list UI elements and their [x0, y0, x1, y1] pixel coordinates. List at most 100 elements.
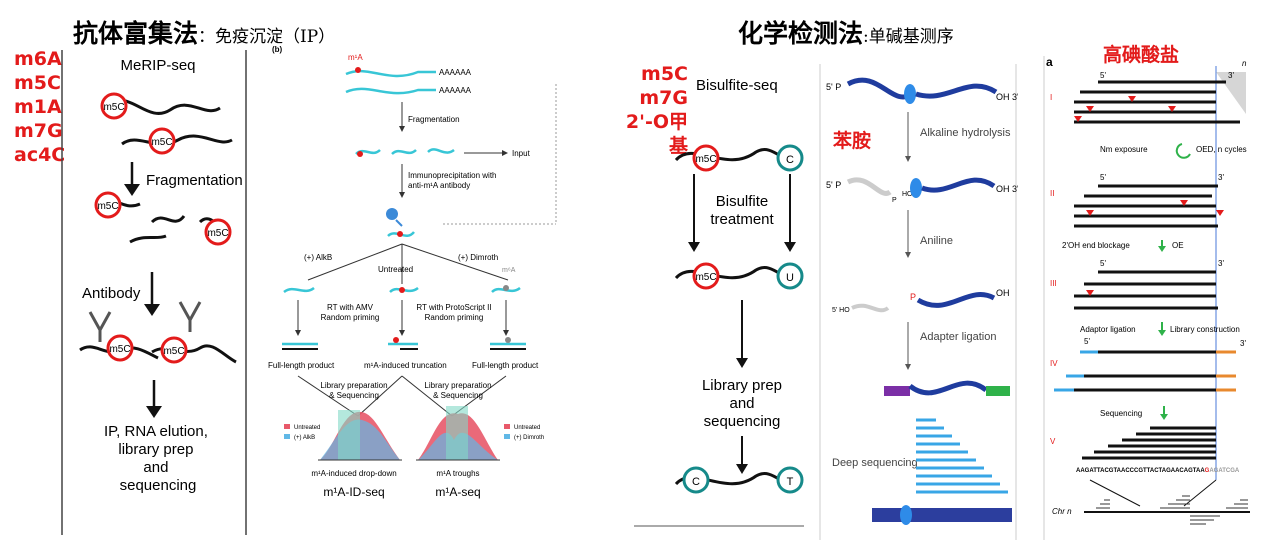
- m5c-mark: m5C: [204, 218, 232, 246]
- ho5-label: 5' HO: [832, 307, 850, 314]
- library-construction-label: Library construction: [1170, 325, 1240, 334]
- truncation-label: m¹A-induced truncation: [364, 361, 447, 370]
- svg-text:T: T: [787, 476, 794, 488]
- p5-label: 5' P: [826, 82, 841, 92]
- read-bars: [916, 418, 1008, 494]
- c-mark: C: [682, 466, 710, 494]
- full-length-label: Full-length product: [472, 361, 539, 370]
- left-heading-colon: ：: [198, 27, 216, 47]
- stage-label: I: [1050, 93, 1052, 102]
- m5c-mark: m5C: [148, 127, 176, 155]
- m1a-trough-plot: [416, 406, 500, 461]
- aniline-step-label: Aniline: [920, 235, 953, 247]
- svg-text:m5C: m5C: [97, 201, 118, 212]
- m5c-mark: m5C: [94, 191, 122, 219]
- svg-text:m5C: m5C: [109, 344, 130, 355]
- stage-label: IV: [1050, 359, 1058, 368]
- n-label: n: [1242, 59, 1247, 68]
- merip-title: MeRIP-seq: [120, 57, 195, 74]
- legend-label: Untreated: [294, 425, 320, 431]
- u-mark: U: [776, 262, 804, 290]
- method-name-m1a-seq: m¹A-seq: [435, 485, 480, 499]
- adapter-label: Adapter ligation: [920, 331, 996, 343]
- aniline-label: 苯胺: [833, 130, 872, 152]
- mod-item: m5C: [641, 63, 688, 85]
- m1a-id-peak-plot: [318, 410, 402, 461]
- panel-label-b: (b): [272, 45, 283, 54]
- t-mark: T: [776, 466, 804, 494]
- adaptor-label: Adaptor ligation: [1080, 325, 1136, 334]
- input-label: Input: [512, 149, 531, 158]
- oh3-label: OH 3': [996, 92, 1018, 102]
- stage-label: III: [1050, 279, 1057, 288]
- oh3-label: OH 3': [996, 184, 1018, 194]
- caption-troughs: m¹A troughs: [436, 469, 479, 478]
- aniline-diagram: 5' P OH 3' Alkaline hydrolysis 5' P P HO…: [819, 64, 1018, 540]
- svg-text:C: C: [692, 476, 700, 488]
- merip-step-antibody: Antibody: [82, 285, 141, 302]
- svg-text:m5C: m5C: [163, 346, 184, 357]
- fragmentation-label: Fragmentation: [408, 115, 460, 124]
- alkaline-label: Alkaline hydrolysis: [920, 127, 1011, 139]
- mod-item: m1A: [14, 96, 62, 118]
- method-name-m1a-id-seq: m¹A-ID-seq: [323, 485, 384, 499]
- bisulfite-title: Bisulfite-seq: [696, 77, 778, 94]
- svg-text:m5C: m5C: [695, 154, 716, 165]
- svg-text:3': 3': [1218, 173, 1224, 182]
- p3-label: P: [892, 197, 897, 204]
- merip-step-fragmentation: Fragmentation: [146, 172, 243, 189]
- periodate-diagram: a n 5' 3' I Nm exposure OED, n cycles II…: [1043, 56, 1250, 540]
- read-sequence: AAGATTACGTAACCCGTTACTAGAACAGTAAGAGATCGA: [1076, 468, 1240, 474]
- svg-text:5': 5': [1084, 337, 1090, 346]
- m1a-diagram: (b) m¹A AAAAAA AAAAAA Fragmentation Inpu…: [268, 45, 557, 499]
- left-heading: 抗体富集法：免疫沉淀（IP）: [73, 14, 335, 50]
- library-label: Library preparation& Sequencing: [424, 381, 491, 400]
- chr-label: Chr n: [1052, 507, 1072, 516]
- merip-diagram: MeRIP-seq m5C m5C Fragmentation m5C m5C …: [61, 50, 247, 535]
- oed-label: OED, n cycles: [1196, 145, 1247, 154]
- panel-label-a: a: [1046, 56, 1053, 69]
- full-length-label: Full-length product: [268, 361, 335, 370]
- svg-text:m5C: m5C: [151, 137, 172, 148]
- polya-label: AAAAAA: [439, 86, 472, 95]
- ho-label: HO: [902, 191, 913, 198]
- svg-text:U: U: [786, 272, 794, 284]
- mod-item: m7G: [639, 87, 688, 109]
- polya-label: AAAAAA: [439, 68, 472, 77]
- mod-item: m6A: [14, 48, 62, 70]
- end-5-label: 5': [1100, 71, 1106, 80]
- oe-label: OE: [1172, 241, 1184, 250]
- oh-label: OH: [996, 288, 1010, 298]
- stage-label: V: [1050, 437, 1056, 446]
- right-mod-list: m5C m7G 2'-O甲基: [608, 62, 688, 158]
- p5-label: 5' P: [826, 180, 841, 190]
- right-heading-subtitle: 单碱基测序: [868, 27, 954, 47]
- oh-blockage-label: 2'OH end blockage: [1062, 241, 1130, 250]
- m5c-mark: m5C: [160, 336, 188, 364]
- legend-label: Untreated: [514, 425, 540, 431]
- m5c-mark: m5C: [100, 92, 128, 120]
- m5c-mark: m5C: [692, 262, 720, 290]
- svg-text:m5C: m5C: [207, 228, 228, 239]
- c-mark: C: [776, 144, 804, 172]
- stage-label: II: [1050, 189, 1054, 198]
- deep-seq-label: Deep sequencing: [832, 457, 918, 469]
- mod-item: m5C: [14, 72, 61, 94]
- m5c-mark: m5C: [106, 334, 134, 362]
- mod-item: ac4C: [14, 144, 66, 166]
- svg-text:m5C: m5C: [695, 272, 716, 283]
- mod-item: m7G: [14, 120, 63, 142]
- m5c-mark: m5C: [692, 144, 720, 172]
- m1a-top-mark: m¹A: [348, 53, 363, 62]
- svg-text:C: C: [786, 154, 794, 166]
- mod-item: 2'-O甲基: [625, 111, 688, 157]
- svg-text:5': 5': [1100, 173, 1106, 182]
- left-heading-subtitle: 免疫沉淀（IP）: [215, 27, 336, 47]
- svg-text:3': 3': [1240, 339, 1246, 348]
- right-heading-colon: :: [863, 27, 869, 47]
